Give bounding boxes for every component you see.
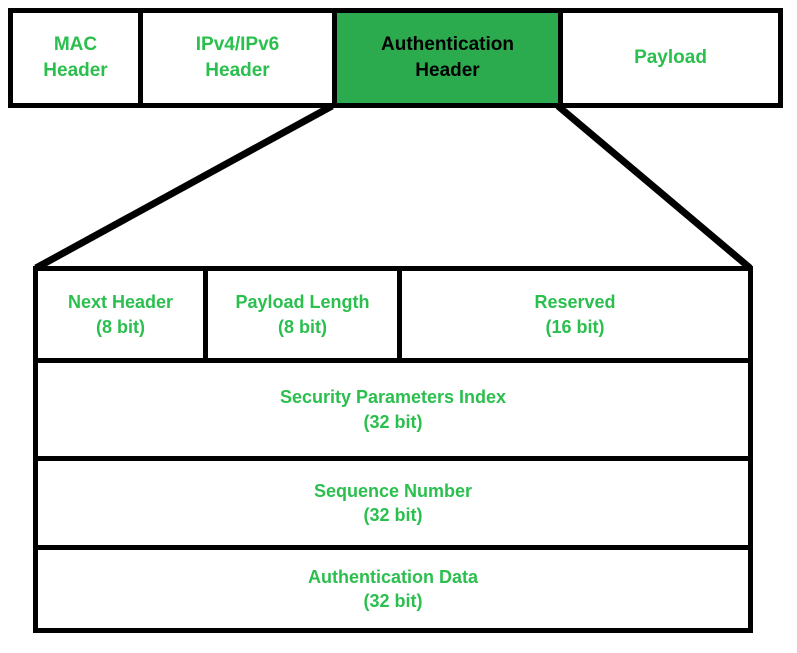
packet-cell-ip-header[interactable]: IPv4/IPv6 Header	[143, 13, 337, 103]
packet-cell-authentication-header[interactable]: Authentication Header	[337, 13, 563, 103]
packet-cell-ip-header-line2: Header	[205, 60, 270, 81]
field-sequence-number[interactable]: Sequence Number (32 bit)	[38, 461, 748, 545]
field-sequence-number-bits: (32 bit)	[363, 505, 423, 525]
header-table-row-1: Next Header (8 bit) Payload Length (8 bi…	[38, 271, 748, 363]
field-security-parameters-index-bits: (32 bit)	[363, 411, 423, 432]
header-table-row-2: Security Parameters Index (32 bit)	[38, 363, 748, 461]
field-security-parameters-index[interactable]: Security Parameters Index (32 bit)	[38, 363, 748, 456]
packet-structure-row: MAC Header IPv4/IPv6 Header Authenticati…	[8, 8, 783, 108]
packet-cell-authentication-header-line2: Header	[415, 60, 480, 81]
packet-cell-ip-header-line1: IPv4/IPv6	[195, 34, 280, 56]
field-next-header-name: Next Header	[67, 292, 174, 313]
connector-line-left	[34, 102, 334, 272]
packet-cell-payload[interactable]: Payload	[563, 13, 778, 103]
packet-cell-mac-header-line1: MAC	[53, 34, 98, 56]
field-reserved[interactable]: Reserved (16 bit)	[402, 271, 748, 358]
field-authentication-data[interactable]: Authentication Data (32 bit)	[38, 550, 748, 628]
field-security-parameters-index-name: Security Parameters Index	[279, 387, 507, 408]
field-reserved-bits: (16 bit)	[545, 316, 605, 337]
field-payload-length[interactable]: Payload Length (8 bit)	[208, 271, 402, 358]
authentication-header-field-table: Next Header (8 bit) Payload Length (8 bi…	[33, 266, 753, 633]
packet-cell-authentication-header-line1: Authentication	[381, 34, 514, 56]
packet-cell-mac-header-line2: Header	[43, 60, 108, 81]
field-payload-length-name: Payload Length	[235, 292, 370, 313]
field-authentication-data-bits: (32 bit)	[363, 591, 423, 611]
field-next-header-bits: (8 bit)	[96, 316, 145, 337]
field-next-header[interactable]: Next Header (8 bit)	[38, 271, 208, 358]
field-reserved-name: Reserved	[534, 292, 616, 313]
packet-cell-mac-header[interactable]: MAC Header	[13, 13, 143, 103]
field-sequence-number-name: Sequence Number	[313, 480, 473, 501]
field-authentication-data-name: Authentication Data	[307, 566, 478, 587]
connector-line-right	[555, 103, 753, 271]
field-payload-length-bits: (8 bit)	[278, 316, 327, 337]
packet-cell-payload-line1: Payload	[634, 47, 707, 69]
header-table-row-3: Sequence Number (32 bit)	[38, 461, 748, 550]
header-table-row-4: Authentication Data (32 bit)	[38, 550, 748, 628]
